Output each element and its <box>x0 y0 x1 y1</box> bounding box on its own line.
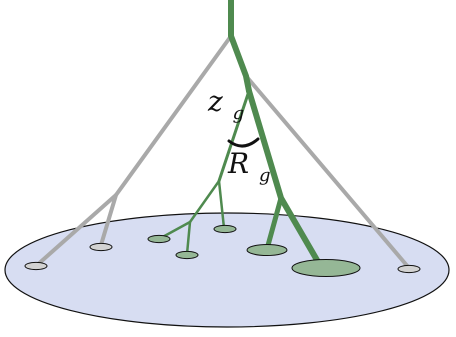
green-tip-large <box>291 259 361 277</box>
green-tip-medium <box>246 244 288 256</box>
green-branch-mid <box>217 89 251 183</box>
gray-branch-right-main <box>244 74 411 270</box>
label-z-subscript: g <box>233 103 245 124</box>
green-branch-left-b <box>185 220 192 256</box>
angle-arc <box>227 137 260 148</box>
ground-disk-group <box>4 212 450 328</box>
green-trunk <box>228 0 252 94</box>
green-branch-center <box>217 179 226 230</box>
ground-disk <box>4 212 450 328</box>
label-r-g: R g <box>227 147 271 186</box>
label-r-subscript: g <box>259 165 271 186</box>
gray-tip-mid <box>89 242 113 252</box>
gray-tip-right <box>397 264 421 274</box>
green-tip-small-2 <box>175 250 199 260</box>
label-z-g: z g <box>207 85 244 124</box>
gray-branch-left-tip <box>34 193 118 268</box>
green-tip-small-3 <box>213 224 237 234</box>
tip-layer <box>24 224 421 277</box>
label-z-main: z <box>207 85 223 118</box>
gray-tip-left <box>24 261 48 271</box>
label-r-main: R <box>227 147 249 180</box>
green-branch-right-b <box>264 195 284 252</box>
branch-layer <box>34 0 411 270</box>
green-tip-small-1 <box>147 234 171 244</box>
